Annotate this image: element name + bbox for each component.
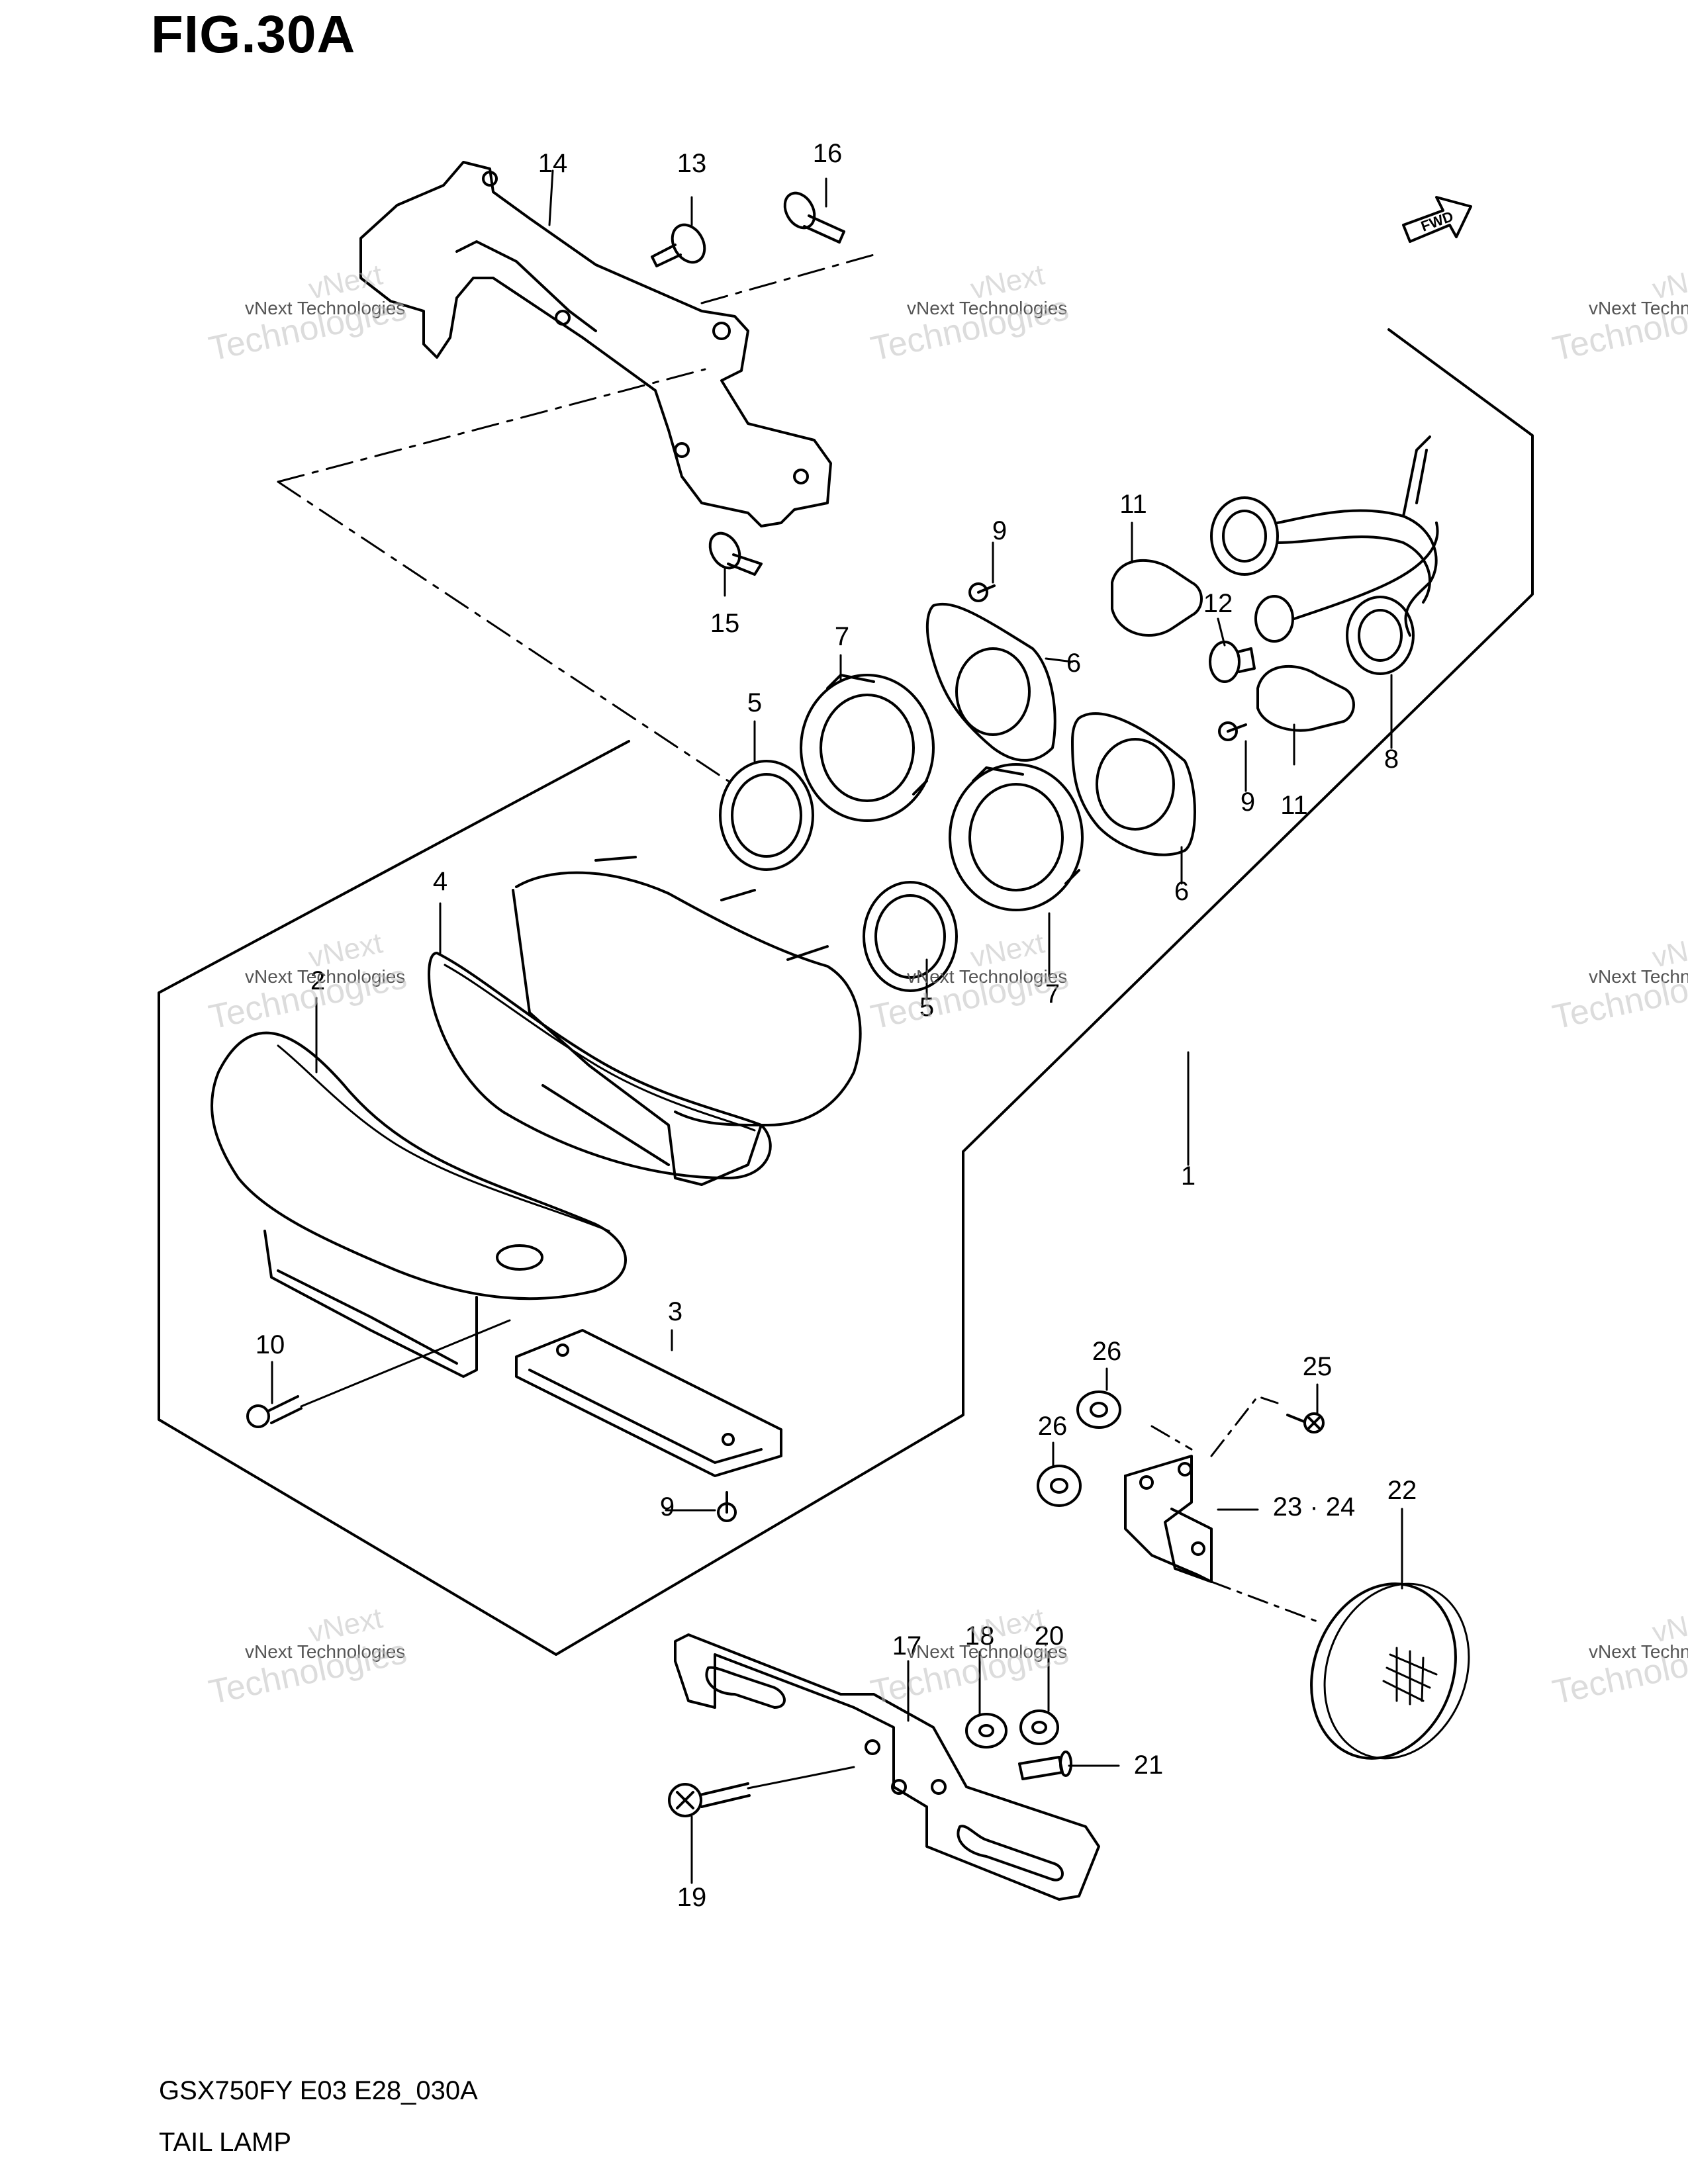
callout-label: 26: [1038, 1412, 1068, 1441]
alignment-line-2: [277, 368, 706, 483]
lens-part-2: [211, 1031, 627, 1378]
screw-part-25: [1286, 1412, 1325, 1433]
figure-title: FIG.30A: [151, 5, 356, 64]
callout-label: 15: [710, 609, 740, 638]
alignment-line-5: [1210, 1580, 1319, 1623]
callout-label: 9: [992, 516, 1007, 545]
plate-bracket-part-17: [674, 1633, 1100, 1901]
drawing-code: GSX750FY E03 E28_030A: [159, 2076, 478, 2105]
housing: [512, 856, 862, 1186]
bolt-part-15: [708, 531, 763, 576]
nut-part-26-upper: [1076, 1390, 1121, 1429]
nut-part-26-lower: [1037, 1465, 1082, 1507]
bracket-part-14: [359, 161, 832, 527]
watermark-line: vNext Technologies: [1589, 1641, 1688, 1662]
callout-label: 13: [677, 149, 707, 178]
screw-part-10: [246, 1395, 303, 1428]
fwd-arrow-icon: [1402, 196, 1472, 243]
reflector-bracket-part-23-24: [1124, 1455, 1213, 1583]
harness-part-8: [1210, 435, 1439, 675]
license-light-part-3: [515, 1329, 782, 1477]
watermark-line: vNext Technologies: [245, 966, 405, 987]
socket-part-5-lower: [863, 881, 958, 992]
watermark-line: vNext Technologies: [907, 966, 1067, 987]
callout-label: 4: [433, 867, 447, 896]
callout-label: 26: [1092, 1337, 1122, 1366]
gasket-part-6-lower: [1071, 712, 1196, 856]
bolt-part-16: [783, 191, 845, 244]
callout-label: 11: [1280, 791, 1308, 820]
bulb-part-11-upper: [1111, 559, 1203, 637]
callout-label: 7: [1045, 979, 1060, 1009]
callout-label: 1: [1181, 1161, 1196, 1191]
washer-part-18: [965, 1713, 1008, 1749]
callout-label: 23 · 24: [1273, 1492, 1356, 1522]
screw-part-9-upper: [968, 582, 996, 602]
callout-label: 3: [668, 1297, 682, 1326]
callout-label: 20: [1035, 1621, 1064, 1651]
socket-part-5-upper: [719, 760, 814, 871]
callout-label: 5: [919, 993, 934, 1022]
callout-label: 12: [1203, 589, 1233, 618]
callout-label: 6: [1174, 877, 1189, 906]
alignment-line-7: [300, 1319, 511, 1408]
callout-label: 9: [1241, 788, 1255, 817]
gasket-part-6-upper: [925, 602, 1056, 762]
screw-part-9-lower: [717, 1491, 737, 1522]
watermark-line: vNext Technologies: [907, 298, 1067, 318]
screw-part-19: [668, 1782, 751, 1817]
washer-part-20: [1019, 1709, 1059, 1745]
leader-lines: [271, 169, 1403, 1884]
watermark-line: vNext Technologies: [245, 298, 405, 318]
bolt-part-13: [651, 223, 706, 267]
callout-label: 25: [1303, 1352, 1333, 1381]
bulb-part-12: [1209, 641, 1256, 683]
callout-label: 6: [1066, 649, 1081, 678]
watermark-line: vNext Technologies: [1589, 966, 1688, 987]
callout-label: 19: [677, 1883, 707, 1912]
alignment-line-3: [700, 253, 875, 304]
callout-label: 9: [660, 1492, 675, 1522]
callout-label: 2: [310, 966, 325, 995]
callout-label: 5: [747, 688, 762, 717]
watermark-line: vNext Technologies: [907, 1641, 1067, 1662]
bolt-part-21: [1018, 1751, 1072, 1780]
watermark-line: vNext Technologies: [1589, 298, 1688, 318]
callout-label: 22: [1387, 1476, 1417, 1505]
watermark-line: vNext Technologies: [245, 1641, 405, 1662]
callout-label: 14: [538, 149, 568, 178]
screw-part-9-mid: [1218, 721, 1247, 741]
alignment-line-8: [747, 1766, 855, 1790]
assembly-outline: [158, 328, 1534, 1656]
callout-label: 21: [1134, 1751, 1164, 1780]
ring-part-7-lower: [949, 763, 1084, 911]
reflector-part-22: [1310, 1582, 1470, 1760]
section-name: TAIL LAMP: [159, 2128, 292, 2157]
callout-label: 16: [813, 139, 843, 168]
callout-label: 17: [892, 1631, 922, 1661]
ring-part-7-upper: [800, 674, 935, 822]
callout-label: 8: [1384, 745, 1399, 774]
callout-label: 10: [256, 1330, 285, 1359]
gasket-part-4: [428, 952, 772, 1179]
callout-label: 7: [835, 622, 849, 651]
bulb-part-11-lower: [1256, 664, 1355, 732]
alignment-line-4: [1150, 1425, 1193, 1451]
callout-label: 11: [1119, 490, 1147, 519]
callout-label: 18: [965, 1621, 995, 1651]
alignment-line-6: [1210, 1395, 1279, 1457]
alignment-line-1: [277, 480, 729, 782]
